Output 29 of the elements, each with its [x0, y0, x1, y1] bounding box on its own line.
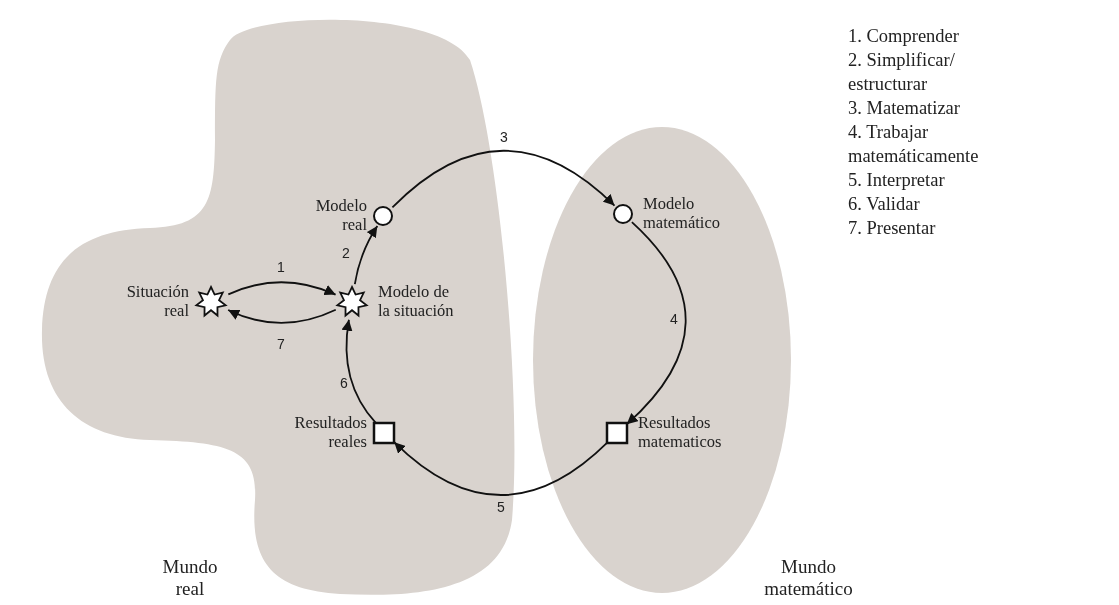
arrow: [393, 441, 609, 496]
edge-label: 1: [277, 260, 285, 274]
step-list-item: 7. Presentar: [848, 217, 937, 241]
edge-label: 3: [500, 130, 508, 144]
step-list-item: 3. Matematizar: [848, 97, 961, 121]
node-label: Modelo de la situación: [378, 283, 455, 321]
edge-label: 7: [277, 337, 285, 351]
arrow: [227, 281, 337, 296]
edge-label: 6: [340, 376, 348, 390]
step-list-item: 5. Interpretar: [848, 169, 946, 193]
node-label: Resultados matematicos: [638, 414, 723, 452]
arrow: [625, 221, 687, 426]
arrow: [391, 149, 616, 209]
node-label: Resultados reales: [293, 414, 367, 452]
step-list-item: 2. Simplificar/ estructurar: [848, 49, 956, 97]
edge-label: 4: [670, 312, 678, 326]
node-label: Modelo real: [314, 197, 367, 235]
arrow: [227, 308, 337, 324]
edge-label: 5: [497, 500, 505, 514]
node-label: Situación real: [125, 283, 189, 321]
region-label: Mundo matemático: [763, 556, 854, 600]
node-label: Modelo matemático: [643, 195, 721, 233]
region-label: Mundo real: [161, 556, 219, 600]
arrow: [341, 318, 378, 425]
step-list-item: 6. Validar: [848, 193, 921, 217]
step-list-item: 1. Comprender: [848, 25, 960, 48]
edge-label: 2: [342, 246, 350, 260]
arrow: [353, 225, 379, 286]
step-list-item: 4. Trabajar matemáticamente: [848, 121, 980, 169]
